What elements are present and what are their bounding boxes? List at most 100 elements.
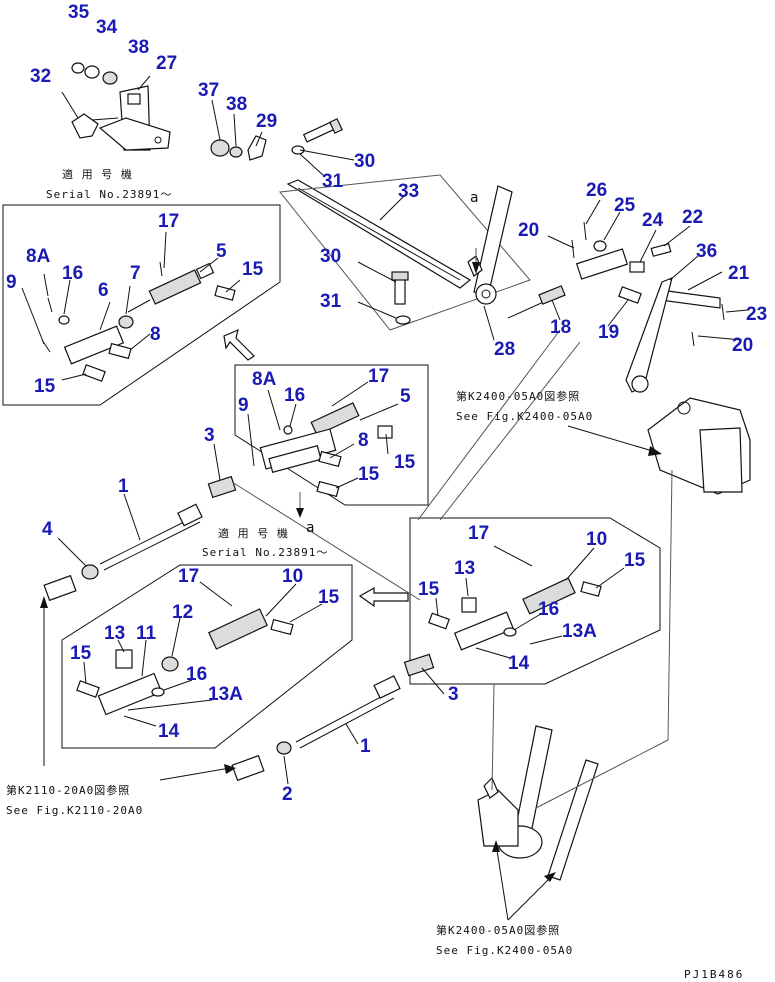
frame-detail-middle <box>234 364 429 506</box>
callout-13: 13 <box>104 623 125 644</box>
callout-33: 33 <box>398 181 419 202</box>
note-ref-k2110-jp: 第K2110-20A0図参照 <box>6 783 130 797</box>
callout-14: 14 <box>508 653 530 674</box>
callout-16: 16 <box>284 385 305 406</box>
bolt-15-upper-b <box>82 364 106 382</box>
cylinder-10-left <box>208 608 268 650</box>
callout-7: 7 <box>130 263 141 284</box>
callout-28: 28 <box>494 339 515 360</box>
callout-15: 15 <box>34 376 56 397</box>
callout-11: 11 <box>136 623 157 644</box>
nut-2 <box>276 741 292 755</box>
pin-22 <box>650 243 672 257</box>
marker-a-mid: a <box>306 520 315 536</box>
callout-16: 16 <box>186 664 207 685</box>
note-ref-k2400-upper-jp: 第K2400-05A0図参照 <box>456 389 580 403</box>
pin-24 <box>629 261 645 273</box>
callout-8: 8 <box>150 324 161 345</box>
callout-15: 15 <box>318 587 340 608</box>
bolt-15-upper-a <box>214 285 236 301</box>
callout-8: 8 <box>358 430 369 451</box>
callout-1: 1 <box>360 736 371 757</box>
callout-37: 37 <box>198 80 219 101</box>
base-bracket-right <box>647 397 751 495</box>
washer-25 <box>593 240 607 252</box>
bolt-15-mid-b <box>316 480 340 498</box>
washer-16-mid <box>283 425 293 435</box>
bolt-8-upper <box>108 342 132 360</box>
washer-16-right <box>503 627 517 637</box>
frame-detail-lower-left <box>61 564 353 749</box>
callout-34: 34 <box>96 17 118 38</box>
callout-13: 13 <box>454 558 475 579</box>
callout-35: 35 <box>68 2 90 23</box>
callout-21: 21 <box>728 263 750 284</box>
callout-3: 3 <box>204 425 215 446</box>
washer-16-upper <box>58 315 70 325</box>
washer-16-left <box>151 687 165 697</box>
frame-serial-upper <box>2 204 281 406</box>
callout-10: 10 <box>586 529 607 550</box>
callout-38: 38 <box>226 94 247 115</box>
callout-15: 15 <box>358 464 380 485</box>
pin-19 <box>618 286 642 304</box>
washer-31-upper <box>291 145 305 155</box>
callout-38: 38 <box>128 37 149 58</box>
yoke-6-upper <box>63 325 125 365</box>
note-ref-k2400-lower-jp: 第K2400-05A0図参照 <box>436 923 560 937</box>
callout-8a: 8A <box>26 246 51 267</box>
washer-31-lower <box>395 315 411 325</box>
cotter-pins-top <box>571 221 725 347</box>
bolt-15-right-a <box>580 581 602 597</box>
callout-17: 17 <box>368 366 389 387</box>
yoke-18 <box>575 248 629 280</box>
callout-12: 12 <box>172 602 193 623</box>
callout-36: 36 <box>696 241 717 262</box>
bolt-15-mid-a <box>377 425 393 439</box>
callout-13a: 13A <box>562 621 597 642</box>
callout-16: 16 <box>538 599 559 620</box>
callout-25: 25 <box>614 195 636 216</box>
rod-1-upper <box>99 503 203 571</box>
note-ref-k2400-lower-en: See Fig.K2400-05A0 <box>436 944 573 957</box>
callout-30: 30 <box>354 151 375 172</box>
nut-7-upper <box>118 315 134 329</box>
callout-17: 17 <box>178 566 199 587</box>
nut-4 <box>81 564 99 580</box>
callout-16: 16 <box>62 263 83 284</box>
leader-lines <box>21 75 749 921</box>
shaft-33 <box>286 179 472 289</box>
connector-3-mid <box>207 475 237 499</box>
callout-15: 15 <box>242 259 264 280</box>
callout-15: 15 <box>394 452 416 473</box>
callout-24: 24 <box>642 210 664 231</box>
callout-3: 3 <box>448 684 459 705</box>
note-ref-k2110-en: See Fig.K2110-20A0 <box>6 804 143 817</box>
cylinder-5-mid <box>259 402 360 473</box>
plate-21 <box>659 289 721 309</box>
callout-15: 15 <box>418 579 440 600</box>
bolt-15-right-b <box>428 612 450 630</box>
joint-block-lower <box>231 754 265 782</box>
ring-35 <box>71 62 85 74</box>
callout-13a: 13A <box>208 684 243 705</box>
arrow-left-hollow <box>358 586 409 608</box>
callout-26: 26 <box>586 180 607 201</box>
callout-15: 15 <box>624 550 646 571</box>
callout-1: 1 <box>118 476 129 497</box>
bushing-37 <box>210 139 230 157</box>
callout-31: 31 <box>322 171 344 192</box>
connector-3-lower <box>403 653 435 677</box>
callout-31: 31 <box>320 291 342 312</box>
callout-23: 23 <box>746 304 767 325</box>
yoke-11-right <box>453 611 515 651</box>
drawing-code: PJ1B486 <box>684 968 744 981</box>
note-serial-lower-en: Serial No.23891～ <box>202 546 328 559</box>
callout-6: 6 <box>98 280 109 301</box>
note-ref-k2400-upper-en: See Fig.K2400-05A0 <box>456 410 593 423</box>
callout-10: 10 <box>282 566 303 587</box>
bolt-30-lower <box>391 271 409 305</box>
pin-13-right <box>461 597 477 613</box>
callout-19: 19 <box>598 322 619 343</box>
